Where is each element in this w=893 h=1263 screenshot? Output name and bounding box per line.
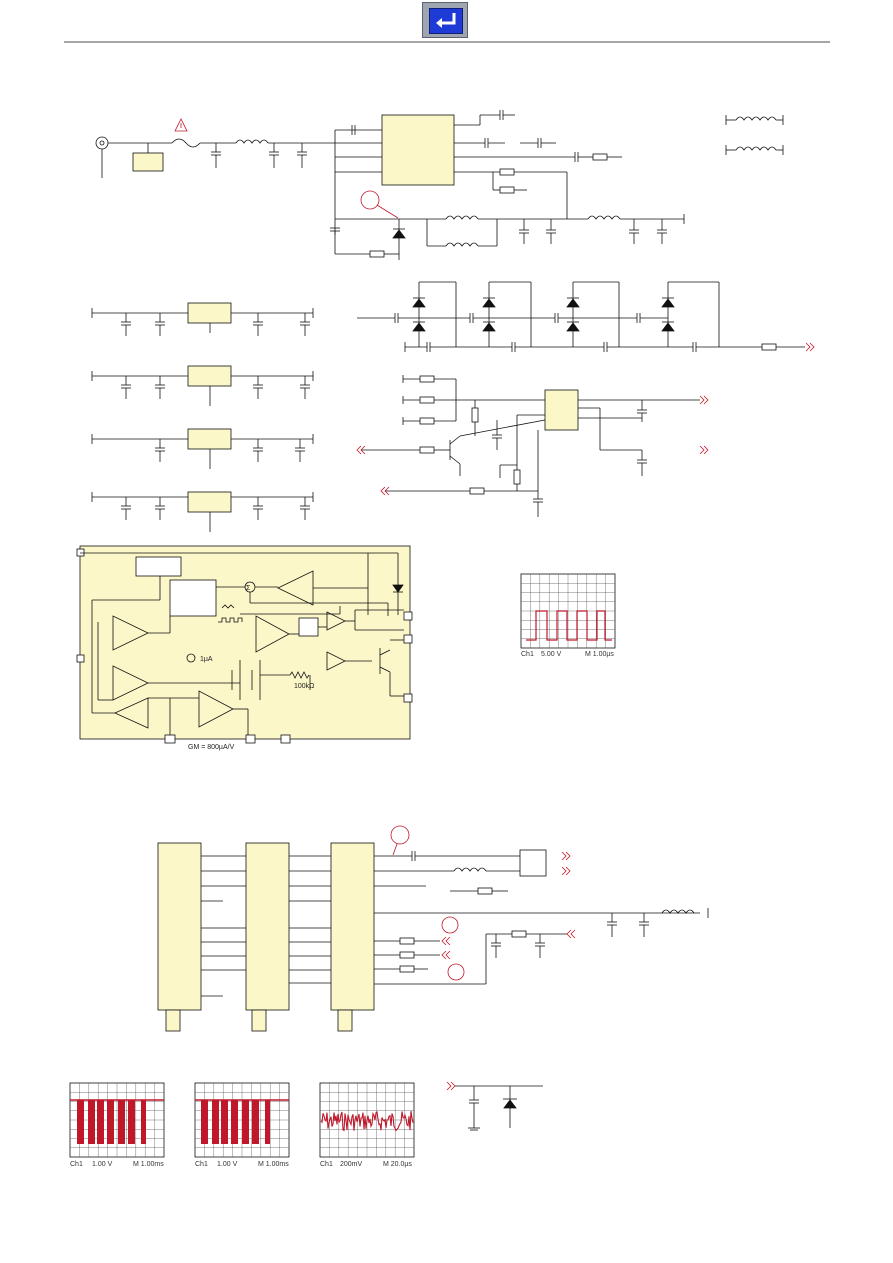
svg-text:M 20.0µs: M 20.0µs [383, 1161, 412, 1168]
driver-section [361, 375, 700, 517]
burst-pulse [141, 1100, 146, 1144]
burst-pulse [128, 1100, 135, 1144]
burst-pulse [107, 1100, 114, 1144]
gm-label: GM = 800µA/V [188, 744, 235, 751]
svg-text:Ch1: Ch1 [521, 651, 534, 658]
scope-burst-2: Ch1 1.00 V M 1.00ms [194, 1082, 290, 1168]
svg-text:5.00 V: 5.00 V [541, 651, 562, 658]
connector-section [157, 842, 709, 1032]
bottom-arrow [446, 1081, 456, 1091]
scope-burst-1: Ch1 1.00 V M 1.00ms [69, 1082, 165, 1168]
return-arrow-icon [429, 8, 463, 34]
burst-pulse [221, 1100, 228, 1144]
burst-pulse [77, 1100, 84, 1144]
burst-pulse [118, 1100, 125, 1144]
burst-pulse [88, 1100, 95, 1144]
scope-square: Ch1 5.00 V M 1.00µs [520, 573, 616, 658]
burst-pulse [242, 1100, 249, 1144]
burst-pulse [97, 1100, 104, 1144]
noise-trace [320, 1110, 414, 1132]
svg-text:M 1.00ms: M 1.00ms [258, 1161, 289, 1168]
svg-text:Ch1: Ch1 [195, 1161, 208, 1168]
burst-pulse [231, 1100, 238, 1144]
svg-text:1.00 V: 1.00 V [217, 1161, 238, 1168]
svg-text:200mV: 200mV [340, 1161, 363, 1168]
driver-arrows [356, 395, 709, 496]
output-arrow [805, 342, 815, 352]
connector-markers [390, 825, 576, 981]
regulator-section [91, 302, 314, 532]
burst-pulse [265, 1100, 270, 1144]
svg-text:M 1.00µs: M 1.00µs [585, 651, 614, 658]
bottom-protection-circuit [455, 1085, 543, 1131]
power-input-section [95, 110, 784, 260]
burst-pulse [212, 1100, 219, 1144]
sum-symbol: Σ [246, 585, 251, 592]
svg-text:1.00 V: 1.00 V [92, 1161, 113, 1168]
svg-text:Ch1: Ch1 [320, 1161, 333, 1168]
back-button[interactable] [422, 2, 468, 38]
resistor-label: 100kΩ [294, 683, 314, 690]
voltage-multiplier [357, 281, 805, 352]
scope-noise: Ch1 200mV M 20.0µs [319, 1082, 415, 1168]
burst-pulse [252, 1100, 259, 1144]
burst-pulse [201, 1100, 208, 1144]
test-point-markers [174, 118, 399, 219]
svg-text:M 1.00ms: M 1.00ms [133, 1161, 164, 1168]
svg-text:Ch1: Ch1 [70, 1161, 83, 1168]
ic-block-diagram [76, 545, 413, 744]
current-source-label: 1µA [200, 656, 213, 663]
